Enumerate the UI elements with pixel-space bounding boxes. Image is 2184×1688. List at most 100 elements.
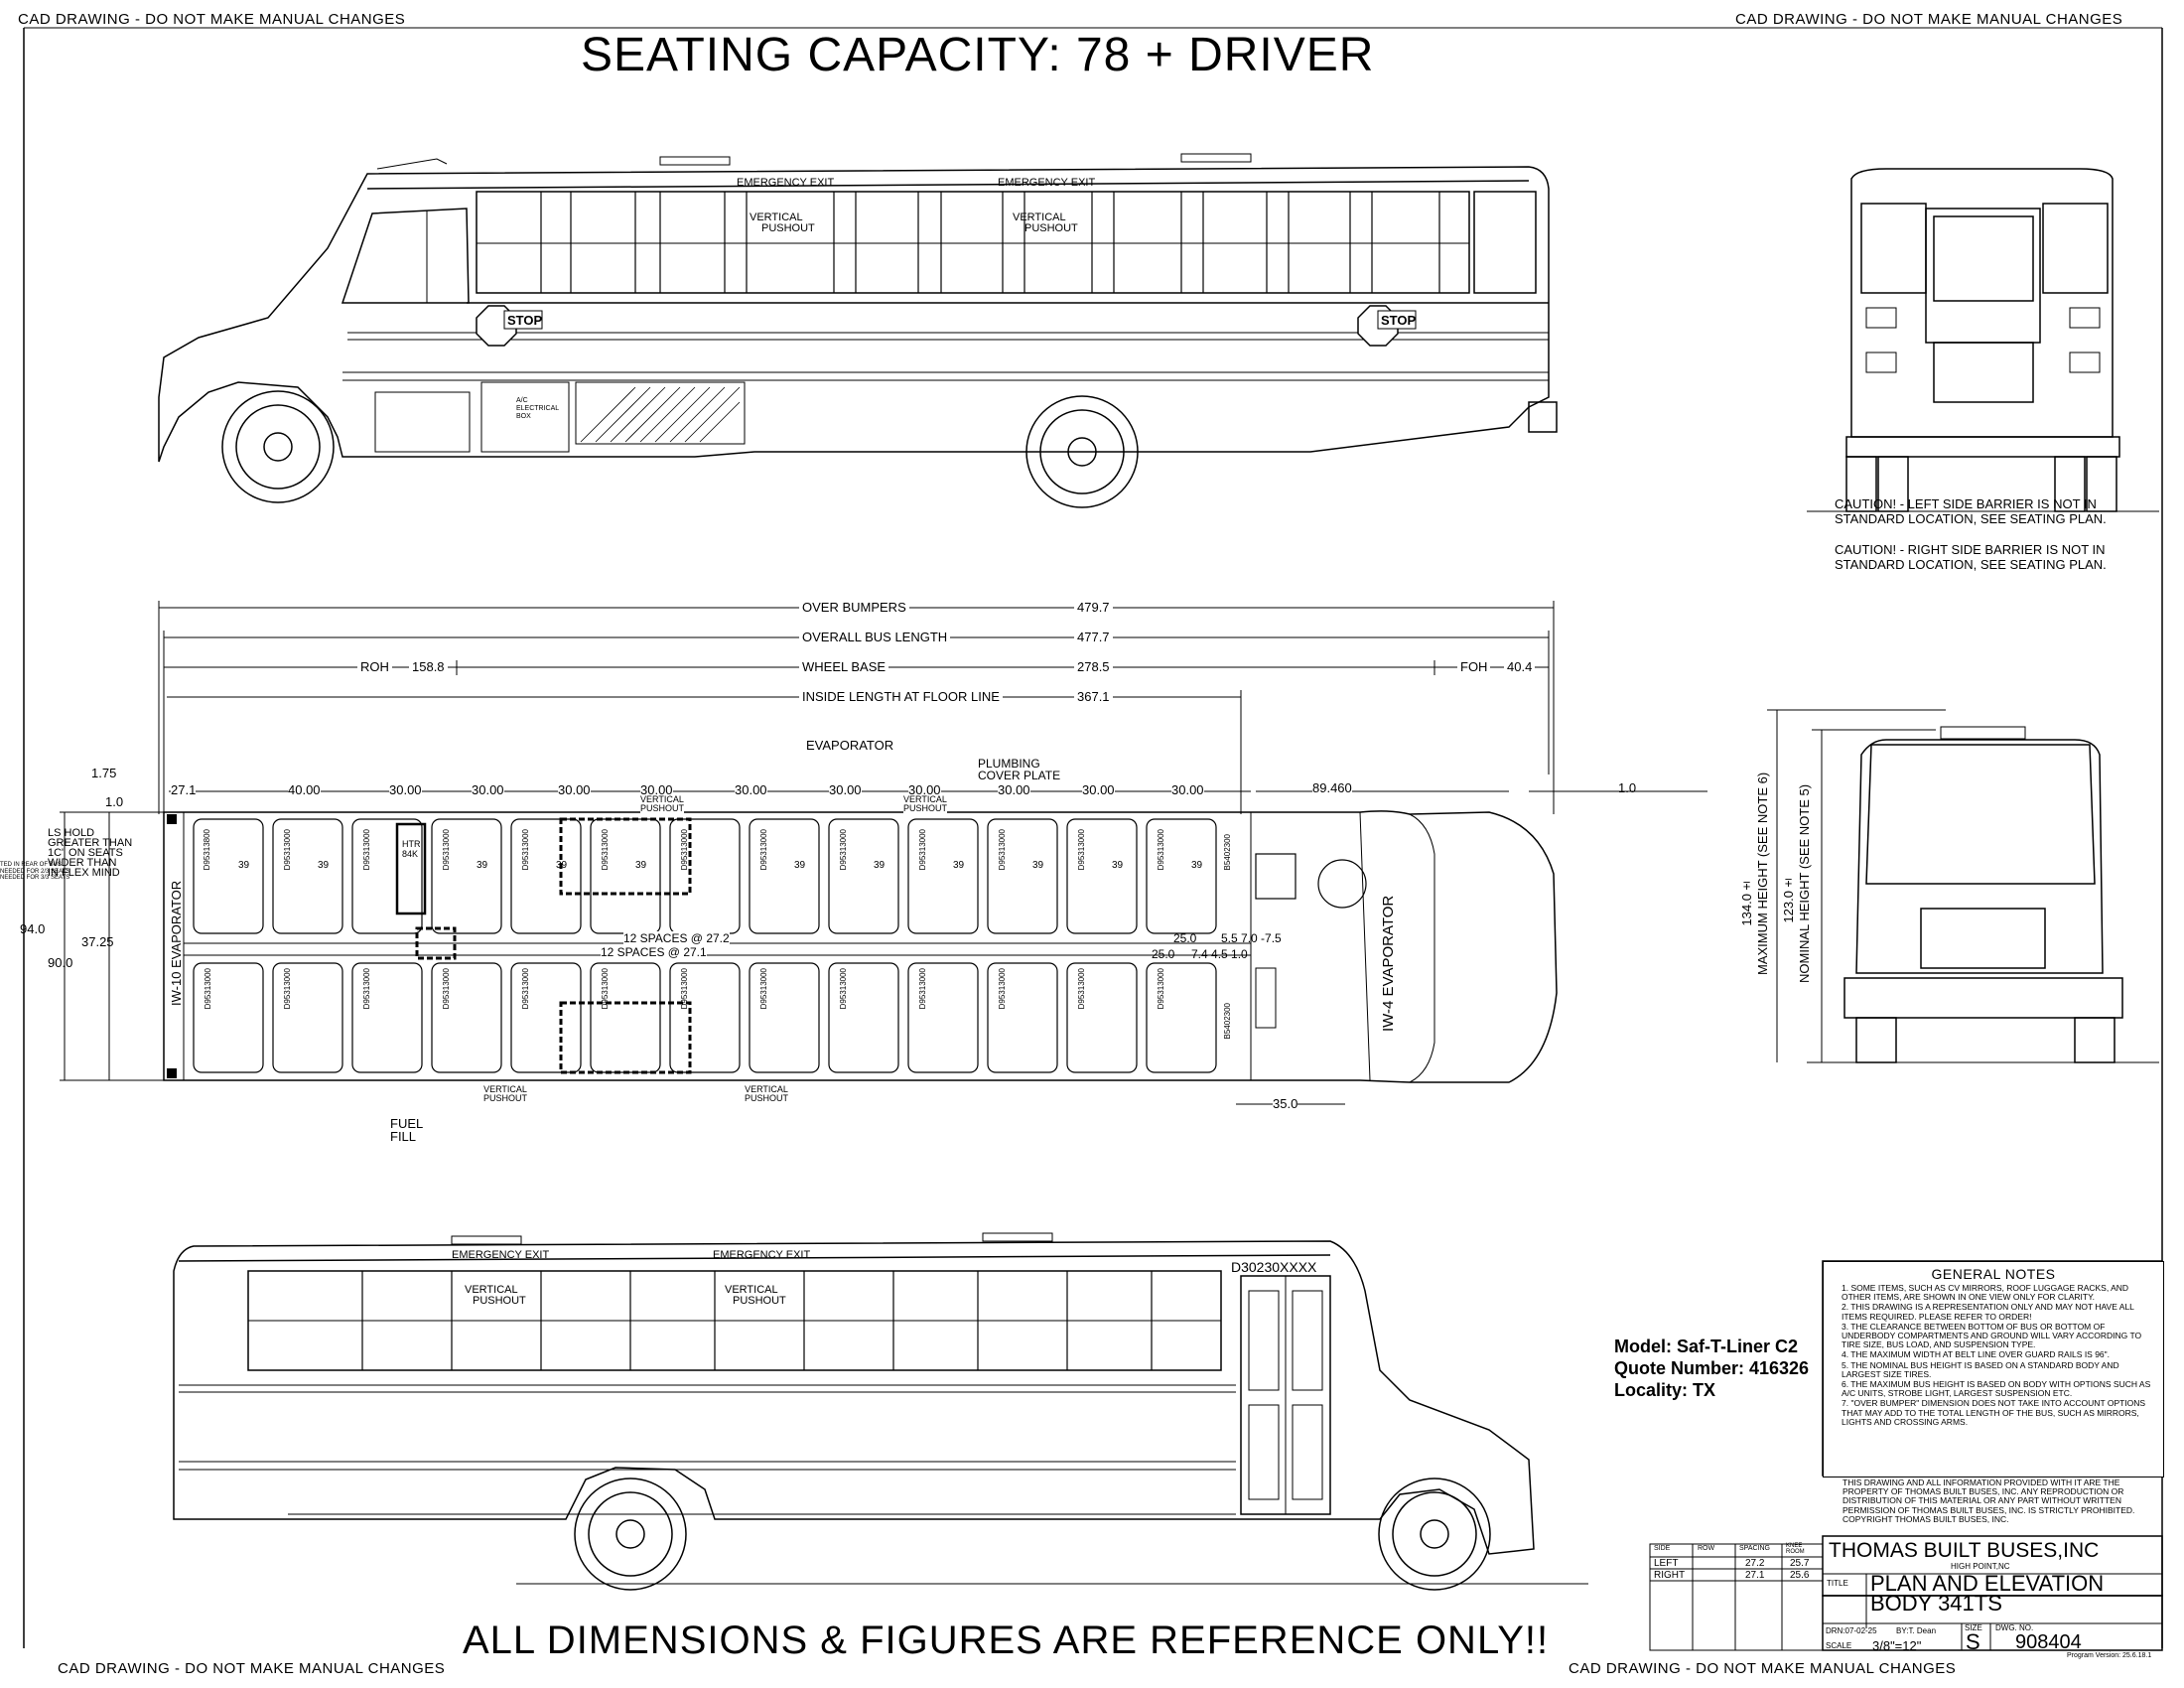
fuel-fill-label: FUEL FILL	[390, 1117, 423, 1143]
inside-length-value: 367.1	[1074, 689, 1113, 704]
table-header-spacing: SPACING	[1739, 1545, 1770, 1552]
dim-25-bottom: 25.0	[1152, 947, 1175, 961]
spacing-1: 40.00	[288, 782, 321, 797]
plan-view	[60, 601, 1707, 1105]
cad-banner-bottom-left: CAD DRAWING - DO NOT MAKE MANUAL CHANGES	[58, 1660, 446, 1677]
seat-code-l5: D95313000	[521, 829, 530, 871]
height-dimensions	[1767, 709, 1946, 1062]
box-label: BOX	[516, 413, 531, 420]
ls-note-line-1: LS HOLD	[48, 827, 95, 839]
seat-num-l11: 39	[1032, 860, 1044, 871]
dim-37-25: 37.25	[81, 934, 114, 949]
table-right-knee: 25.6	[1790, 1570, 1810, 1581]
drawn-by: BY:T. Dean	[1896, 1626, 1937, 1635]
drawing-title-line-2: BODY 341TS	[1870, 1591, 2002, 1616]
general-notes-box: GENERAL NOTES 1. SOME ITEMS, SUCH AS CV …	[1823, 1261, 2164, 1477]
spacing-9: 30.00	[998, 782, 1030, 797]
seat-code-l6: D95313000	[601, 829, 610, 871]
seat-code-r1: D95313000	[204, 968, 212, 1010]
table-header-row: ROW	[1698, 1545, 1715, 1552]
reference-only-note: ALL DIMENSIONS & FIGURES ARE REFERENCE O…	[463, 1618, 1550, 1662]
foh-label: FOH	[1457, 659, 1491, 674]
bottom-emergency-exit-1: EMERGENCY EXIT	[452, 1249, 550, 1261]
plan-pushout-top-b: PUSHOUT	[903, 803, 948, 813]
plan-vertical-top-b: VERTICAL	[903, 794, 947, 804]
bottom-side-view	[173, 1232, 1588, 1591]
wheel-base-label: WHEEL BASE	[799, 659, 889, 674]
bottom-vertical-2: VERTICAL	[725, 1284, 778, 1296]
copyright-note: THIS DRAWING AND ALL INFORMATION PROVIDE…	[1843, 1477, 2135, 1524]
plan-vertical-pushout-top-a: VERTICAL PUSHOUT	[640, 794, 685, 813]
company-location: HIGH POINT,NC	[1951, 1562, 2010, 1571]
stop-sign-label-2: STOP	[1381, 313, 1417, 328]
seat-num-l12: 39	[1112, 860, 1124, 871]
locality-line: Locality: TX	[1614, 1380, 1716, 1400]
over-bumpers-value: 479.7	[1074, 600, 1113, 615]
scale-label: SCALE	[1826, 1641, 1852, 1650]
table-header-knee: KNEE ROOM	[1786, 1543, 1805, 1555]
seat-code-r5: D95313000	[521, 968, 530, 1010]
max-height-value: 134.0±	[1739, 879, 1754, 926]
bottom-vertical-1: VERTICAL	[465, 1284, 518, 1296]
note-5: 5. THE NOMINAL BUS HEIGHT IS BASED ON A …	[1842, 1359, 2119, 1379]
iw4-evaporator-label: IW-4 EVAPORATOR	[1380, 895, 1397, 1032]
plan-pushout-top-a: PUSHOUT	[640, 803, 685, 813]
seat-num-l9: 39	[874, 860, 886, 871]
fuel-label: FUEL	[390, 1116, 424, 1131]
ls-small-line-1: TED IN REAR OF BUS	[0, 862, 63, 868]
dim-25-top: 25.0	[1173, 931, 1197, 945]
evaporator-label: EVAPORATOR	[806, 738, 894, 753]
table-left-knee: 25.7	[1790, 1558, 1810, 1569]
top-pushout-2: PUSHOUT	[1024, 222, 1078, 234]
top-vertical-pushout-1: VERTICAL PUSHOUT	[750, 212, 815, 234]
iw10-evaporator-label: IW-10 EVAPORATOR	[169, 880, 184, 1007]
table-left-side: LEFT	[1654, 1558, 1679, 1569]
caution-right: CAUTION! - RIGHT SIDE BARRIER IS NOT IN …	[1835, 542, 2107, 572]
dim-small-bottom: 7.4 4.5 1.0	[1191, 947, 1248, 961]
seat-code-l2: D95313000	[283, 829, 292, 871]
spacing-8: 30.00	[908, 782, 941, 797]
caution-left-line-2: STANDARD LOCATION, SEE SEATING PLAN.	[1835, 511, 2107, 526]
corner-marker	[167, 814, 177, 824]
dim-94: 94.0	[20, 921, 46, 936]
plan-vertical-bottom-a: VERTICAL	[483, 1084, 527, 1094]
bottom-pushout-2: PUSHOUT	[733, 1295, 786, 1307]
seat-code-l12: D95313000	[1077, 829, 1086, 871]
stop-sign-label-1: STOP	[507, 313, 543, 328]
plumbing-line-1: PLUMBING	[978, 757, 1040, 771]
heater-label-2: 84K	[402, 849, 419, 859]
ls-small-line-3: NEEDED FOR 3/3 SEATS	[0, 875, 70, 881]
seat-num-l13: 39	[1191, 860, 1203, 871]
dwg-no-value: 908404	[2015, 1631, 2082, 1653]
dim-1-0-left: 1.0	[105, 794, 124, 809]
note-6: 6. THE MAXIMUM BUS HEIGHT IS BASED ON BO…	[1842, 1379, 2151, 1399]
seats-right-row	[193, 962, 1217, 1073]
company-name: THOMAS BUILT BUSES,INC	[1829, 1539, 2100, 1562]
dim-90: 90.0	[48, 955, 73, 970]
roh-label: ROH	[357, 659, 392, 674]
heater-label-1: HTR	[402, 839, 421, 849]
plan-pushout-bottom-a: PUSHOUT	[483, 1093, 528, 1103]
bottom-vertical-pushout-1: VERTICAL PUSHOUT	[465, 1285, 526, 1307]
general-notes-list: 1. SOME ITEMS, SUCH AS CV MIRRORS, ROOF …	[1824, 1283, 2163, 1427]
plan-vertical-top-a: VERTICAL	[640, 794, 684, 804]
size-value: S	[1966, 1629, 1980, 1654]
overall-length-value: 477.7	[1074, 630, 1113, 644]
top-vertical-1: VERTICAL	[750, 211, 803, 223]
scale-value: 3/8"=12"	[1872, 1638, 1922, 1653]
top-side-view	[158, 153, 1558, 508]
drawing-title-line-1: PLAN AND ELEVATION	[1870, 1571, 2105, 1596]
plumbing-cover-plate-label: PLUMBING COVER PLATE	[978, 758, 1060, 781]
top-emergency-exit-2: EMERGENCY EXIT	[998, 177, 1096, 189]
nominal-height-label: NOMINAL HEIGHT (SEE NOTE 5)	[1797, 783, 1812, 984]
table-header-side: SIDE	[1654, 1545, 1671, 1552]
spacing-4: 30.00	[558, 782, 591, 797]
general-notes-title: GENERAL NOTES	[1931, 1266, 2056, 1282]
note-4: 4. THE MAXIMUM WIDTH AT BELT LINE OVER G…	[1842, 1349, 2111, 1360]
seat-code-l1: D95313800	[203, 829, 211, 871]
bottom-vertical-pushout-2: VERTICAL PUSHOUT	[725, 1285, 786, 1307]
seat-code-r4: D95313000	[442, 968, 451, 1010]
seat-code-l4: D95313000	[442, 829, 451, 871]
heater-box	[395, 822, 427, 915]
